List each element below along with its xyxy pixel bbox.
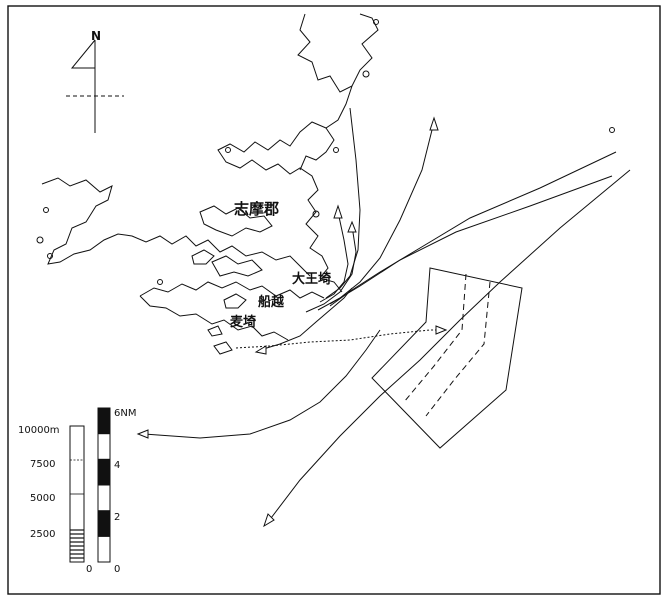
scale-m-label-0: 0 — [86, 564, 92, 575]
track-arrowheads — [136, 116, 448, 528]
ship-tracks — [143, 107, 631, 523]
scale-m-label-10000: 10000m — [18, 425, 60, 436]
map-frame — [7, 5, 661, 595]
track-coastal — [259, 287, 353, 351]
arrowhead-coastal — [254, 345, 267, 355]
scale-nm-label-0: 0 — [114, 564, 120, 575]
scale-nm-label-2: 2 — [114, 512, 120, 523]
compass-label: N — [91, 29, 101, 43]
scale-nm-label-4: 4 — [114, 460, 120, 471]
test-area-course-1 — [403, 273, 467, 403]
track-dotted — [235, 329, 444, 349]
place-label-daiozaki: 大王埼 — [292, 271, 331, 287]
arrowhead-south — [263, 513, 275, 528]
test-area-boundary — [371, 267, 523, 449]
test-area — [371, 267, 523, 449]
arrowhead-inner — [333, 204, 343, 219]
arrowhead-dotted — [435, 325, 448, 335]
test-area-course-2 — [425, 281, 491, 417]
track-northbound — [325, 107, 361, 299]
arrowhead-southwest — [136, 429, 149, 439]
scale-m-label-2500: 2500 — [30, 529, 55, 540]
track-northeast-2 — [329, 175, 613, 305]
islets — [36, 19, 615, 285]
track-northeast-1 — [329, 151, 617, 307]
track-inner-loop-2 — [305, 225, 357, 313]
scale-nm-label-6: 6NM — [114, 408, 136, 419]
north-arrow-icon — [66, 39, 124, 133]
scale-m-label-7500: 7500 — [30, 459, 55, 470]
arrowhead-inner-2 — [347, 220, 357, 233]
place-label-mugizaki: 麦埼 — [230, 314, 256, 330]
coastline — [41, 13, 379, 355]
track-southwest-2 — [267, 169, 631, 523]
place-label-funakoshi: 船越 — [258, 294, 285, 310]
scale-m-label-5000: 5000 — [30, 493, 55, 504]
track-inner-loop — [319, 211, 349, 303]
scale-bar-nautical-miles — [97, 407, 111, 563]
place-label-shima-district: 志摩郡 — [234, 200, 279, 218]
scale-bar-meters — [69, 425, 85, 563]
track-southwest-1 — [143, 329, 381, 439]
arrowhead-north — [429, 116, 439, 131]
